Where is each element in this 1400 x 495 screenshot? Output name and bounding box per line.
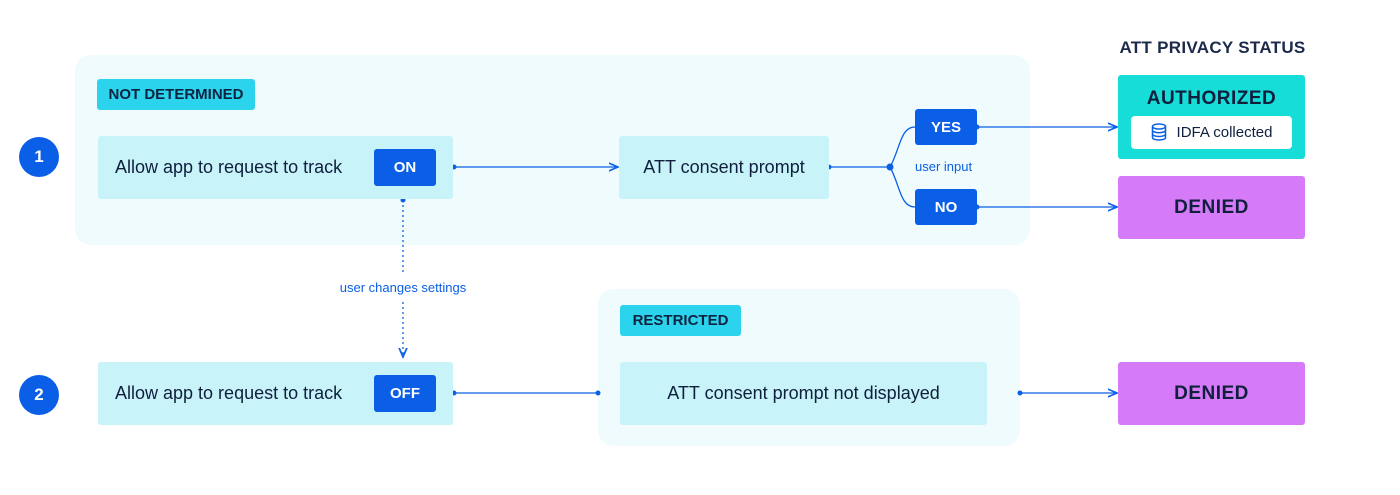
- att-consent-prompt-box: ATT consent prompt: [619, 136, 829, 199]
- yes-button[interactable]: YES: [915, 109, 977, 145]
- toggle-on-button[interactable]: ON: [374, 149, 436, 186]
- authorized-status: AUTHORIZED IDFA collected: [1118, 75, 1305, 159]
- toggle-off-button[interactable]: OFF: [374, 375, 436, 412]
- authorized-label: AUTHORIZED: [1146, 87, 1277, 109]
- step-2-badge: 2: [19, 375, 59, 415]
- denied-status-1: DENIED: [1118, 176, 1305, 239]
- edge-branch-yes: [889, 126, 916, 168]
- database-icon: [1151, 123, 1167, 141]
- tracking-setting-label-2: Allow app to request to track: [115, 383, 343, 403]
- tracking-setting-label: Allow app to request to track: [115, 157, 343, 177]
- denied-status-2: DENIED: [1118, 362, 1305, 425]
- idfa-pill: IDFA collected: [1131, 115, 1292, 149]
- no-button[interactable]: NO: [915, 189, 977, 225]
- status-heading: ATT PRIVACY STATUS: [1119, 38, 1306, 57]
- restricted-tag: RESTRICTED: [620, 305, 741, 336]
- edge-branch-no: [889, 166, 916, 208]
- not-determined-tag: NOT DETERMINED: [97, 79, 255, 110]
- idfa-label: IDFA collected: [1176, 123, 1273, 141]
- att-prompt-not-displayed-box: ATT consent prompt not displayed: [620, 362, 987, 425]
- user-changes-settings-label: user changes settings: [339, 280, 467, 295]
- att-prompt-not-displayed-label: ATT consent prompt not displayed: [667, 383, 940, 403]
- user-input-label: user input: [915, 159, 973, 174]
- step-1-badge: 1: [19, 137, 59, 177]
- att-consent-prompt-label: ATT consent prompt: [643, 157, 805, 177]
